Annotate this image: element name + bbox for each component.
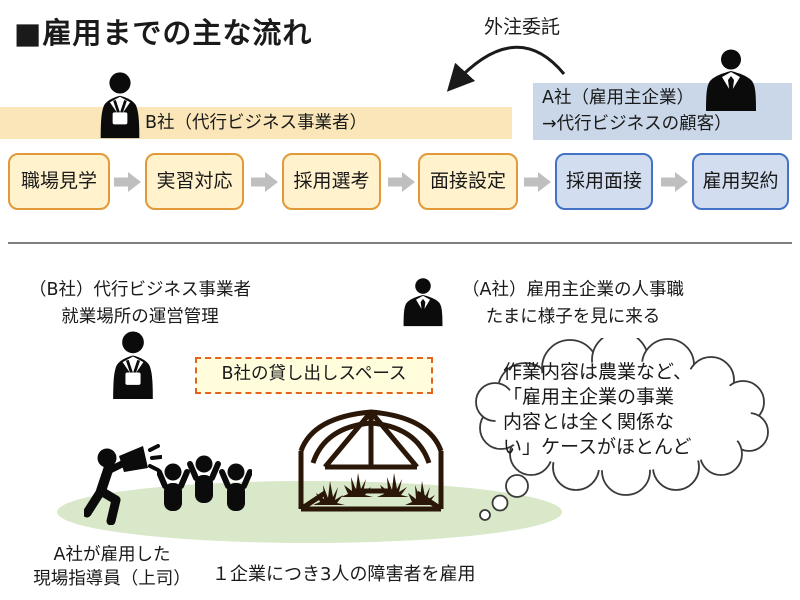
a-company-box: A社（雇用主企業） →代行ビジネスの顧客） bbox=[533, 83, 792, 140]
supervisor-line1: A社が雇用した bbox=[53, 545, 171, 565]
step-selection: 採用選考 bbox=[282, 153, 381, 210]
thought-line3: 内容とは全く関係な bbox=[503, 411, 675, 433]
employment-note: １企業につき3人の障害者を雇用 bbox=[212, 564, 476, 585]
cheering-people-icon bbox=[157, 455, 252, 511]
section-divider bbox=[8, 242, 792, 244]
rental-space-box: B社の貸し出しスペース bbox=[195, 357, 433, 394]
thought-bubble-text: 作業内容は農業など、 「雇用主企業の事業 内容とは全く関係な い」ケースがほとん… bbox=[503, 360, 725, 460]
page-title: ■雇用までの主な流れ bbox=[14, 16, 313, 50]
a-company-line1: A社（雇用主企業） bbox=[542, 88, 694, 108]
supervisor-caption: A社が雇用した 現場指導員（上司） bbox=[12, 543, 212, 591]
thought-line1: 作業内容は農業など、 bbox=[503, 361, 693, 383]
step-training: 実習対応 bbox=[145, 153, 244, 210]
thought-line4: い」ケースがほとんど bbox=[503, 436, 692, 458]
curved-arrow-icon bbox=[446, 45, 566, 92]
b-role-line1: （B社）代行ビジネス事業者 bbox=[28, 280, 251, 300]
businessman-suit-icon bbox=[706, 49, 756, 111]
a-role-line2: たまに様子を見に来る bbox=[485, 307, 661, 327]
worker-with-id-badge-icon bbox=[100, 72, 140, 139]
right-arrow-icon bbox=[524, 172, 551, 192]
b-role-text: （B社）代行ビジネス事業者 就業場所の運営管理 bbox=[8, 277, 272, 331]
step-workplace-tour: 職場見学 bbox=[8, 153, 110, 210]
a-role-text: （A社）雇用主企業の人事職 たまに様子を見に来る bbox=[443, 277, 703, 331]
a-role-line1: （A社）雇用主企業の人事職 bbox=[462, 280, 684, 300]
thought-line2: 「雇用主企業の事業 bbox=[503, 386, 675, 408]
b-company-banner: B社（代行ビジネス事業者） bbox=[0, 107, 512, 139]
greenhouse-icon bbox=[298, 409, 444, 512]
step-hiring-interview: 採用面接 bbox=[555, 153, 653, 210]
right-arrow-icon bbox=[661, 172, 688, 192]
ground-ellipse bbox=[57, 481, 562, 543]
worker-with-id-badge-icon bbox=[113, 331, 153, 399]
businessman-suit-icon bbox=[403, 278, 443, 327]
b-role-line2: 就業場所の運営管理 bbox=[61, 307, 219, 327]
step-employment-contract: 雇用契約 bbox=[692, 153, 789, 210]
outsourcing-label: 外注委託 bbox=[484, 16, 561, 38]
supervisor-line2: 現場指導員（上司） bbox=[33, 569, 191, 589]
step-interview-setup: 面接設定 bbox=[418, 153, 518, 210]
right-arrow-icon bbox=[251, 172, 278, 192]
right-arrow-icon bbox=[388, 172, 415, 192]
thought-bubble bbox=[475, 338, 769, 521]
megaphone-person-icon bbox=[84, 444, 162, 525]
right-arrow-icon bbox=[114, 172, 141, 192]
a-company-line2: →代行ビジネスの顧客） bbox=[542, 114, 732, 134]
b-company-banner-label: B社（代行ビジネス事業者） bbox=[145, 113, 368, 133]
